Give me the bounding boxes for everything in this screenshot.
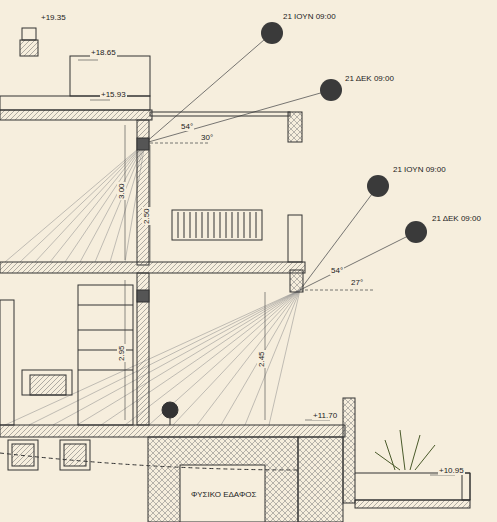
shade-ray: [35, 143, 145, 262]
sun-label: 21 ΙΟΥΝ 09:00: [282, 12, 337, 21]
sun-label: 21 ΔΕΚ 09:00: [431, 214, 482, 223]
angle-label: 27°: [350, 278, 364, 287]
shade-ray: [5, 290, 300, 425]
sun-symbols: [261, 22, 427, 243]
shade-ray: [197, 290, 300, 425]
shade-ray: [173, 290, 300, 425]
angle-label: 30°: [200, 133, 214, 142]
sun-label: 21 ΙΟΥΝ 09:00: [392, 165, 447, 174]
level-mark: +18.65: [90, 48, 117, 57]
sun-label: 21 ΔΕΚ 09:00: [344, 74, 395, 83]
angle-label: 54°: [330, 266, 344, 275]
shade-ray: [20, 143, 145, 262]
shade-rays: [5, 143, 300, 425]
shade-ray: [221, 290, 300, 425]
dimension: 2.45: [257, 350, 266, 368]
angle-label: 54°: [180, 122, 194, 131]
shade-ray: [149, 290, 300, 425]
shade-ray: [125, 290, 300, 425]
shade-ray: [50, 143, 145, 262]
level-mark: +11.70: [312, 411, 338, 420]
structure: [0, 28, 470, 522]
ground-note: ΦΥΣΙΚΟ ΕΔΑΦΟΣ: [190, 490, 258, 499]
sun-rays: [145, 33, 416, 290]
shade-ray: [77, 290, 300, 425]
shade-ray: [269, 290, 300, 425]
dimension-lines: [78, 60, 455, 475]
level-mark: +19.35: [40, 13, 67, 22]
dimension: 3.00: [117, 182, 126, 200]
dimension: 2.95: [117, 344, 126, 362]
level-mark: +10.95: [438, 466, 465, 475]
shade-ray: [101, 290, 300, 425]
shade-ray: [53, 290, 300, 425]
shade-ray: [80, 143, 145, 262]
level-mark: +15.93: [100, 90, 127, 99]
shade-ray: [29, 290, 300, 425]
dimension: 2.50: [142, 207, 151, 225]
shade-ray: [5, 143, 145, 262]
shade-ray: [245, 290, 300, 425]
shade-ray: [65, 143, 145, 262]
